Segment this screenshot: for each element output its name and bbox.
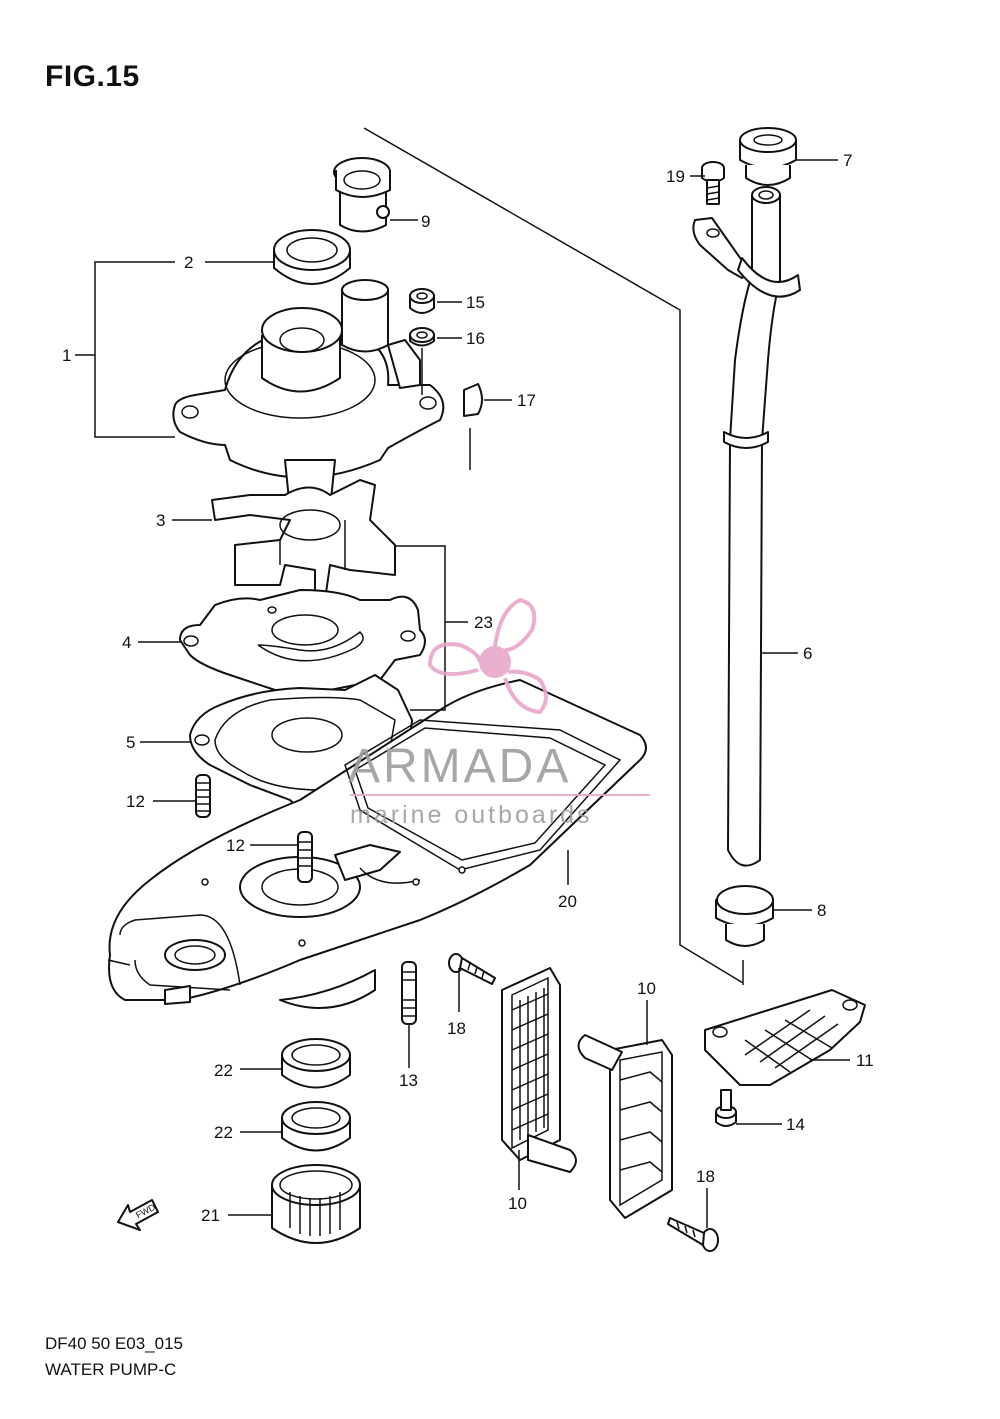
propeller-logo-icon [427,597,548,715]
part-9-sleeve[interactable] [333,157,391,233]
callout-12-lower[interactable]: 12 [226,836,245,855]
figure-title: FIG.15 [45,60,140,93]
watermark: ARMADA marine outboards [348,597,650,829]
callout-22-lower[interactable]: 22 [214,1123,233,1142]
part-15-nut[interactable] [409,288,435,314]
callout-19[interactable]: 19 [666,167,685,186]
callout-7[interactable]: 7 [843,151,852,170]
figure-code: DF40 50 E03_015 [45,1334,183,1353]
callout-23[interactable]: 23 [474,613,493,632]
part-11-grille[interactable] [704,989,866,1086]
part-12-stud-upper[interactable] [195,774,211,818]
callouts: 1 2 3 4 5 6 7 8 9 10 10 11 12 12 13 14 1… [62,151,874,1225]
callout-21[interactable]: 21 [201,1206,220,1225]
callout-17[interactable]: 17 [517,391,536,410]
callout-9[interactable]: 9 [421,212,430,231]
callout-18-lower[interactable]: 18 [696,1167,715,1186]
callout-16[interactable]: 16 [466,329,485,348]
part-1-pump-case[interactable] [172,279,445,516]
part-18-screw-lower[interactable] [667,1217,719,1252]
callout-10-upper[interactable]: 10 [637,979,656,998]
part-14-screw[interactable] [715,1089,737,1127]
forward-arrow-icon: FWD [117,1199,159,1231]
part-16-washer[interactable] [409,327,435,347]
assembly-guide-lines [363,127,744,985]
callout-2[interactable]: 2 [184,253,193,272]
part-3-impeller[interactable] [211,479,396,601]
callout-3[interactable]: 3 [156,511,165,530]
callout-11[interactable]: 11 [856,1051,874,1070]
part-13-stud[interactable] [401,961,417,1025]
callout-22-upper[interactable]: 22 [214,1061,233,1080]
callout-18-upper[interactable]: 18 [447,1019,466,1038]
callout-5[interactable]: 5 [126,733,135,752]
callout-14[interactable]: 14 [786,1115,805,1134]
part-7-grommet[interactable] [739,127,797,186]
part-6-water-tube[interactable] [723,186,801,867]
part-22-seal-upper[interactable] [281,1038,351,1089]
callout-20[interactable]: 20 [558,892,577,911]
callout-8[interactable]: 8 [817,901,826,920]
callout-15[interactable]: 15 [466,293,485,312]
watermark-brand: ARMADA [348,740,571,793]
part-22-seal-lower[interactable] [281,1101,351,1152]
part-17-key[interactable] [463,383,483,417]
watermark-tagline: marine outboards [350,801,593,829]
part-10-screen-right[interactable] [577,1034,673,1219]
part-2-seal[interactable] [273,229,351,285]
callout-10-lower[interactable]: 10 [508,1194,527,1213]
leader-lines [75,159,850,1228]
part-18-screw-upper[interactable] [448,953,496,985]
callout-13[interactable]: 13 [399,1071,418,1090]
callout-6[interactable]: 6 [803,644,812,663]
callout-1[interactable]: 1 [62,346,71,365]
part-19-bolt[interactable] [701,161,725,205]
part-12-stud-lower[interactable] [297,831,313,883]
callout-4[interactable]: 4 [122,633,131,652]
part-10-screen-left[interactable] [501,967,577,1173]
part-8-grommet[interactable] [715,885,774,947]
callout-12-upper[interactable]: 12 [126,792,145,811]
figure-name: WATER PUMP-C [45,1360,177,1379]
part-20-plate[interactable] [107,679,647,1009]
part-21-bearing[interactable] [271,1164,361,1244]
